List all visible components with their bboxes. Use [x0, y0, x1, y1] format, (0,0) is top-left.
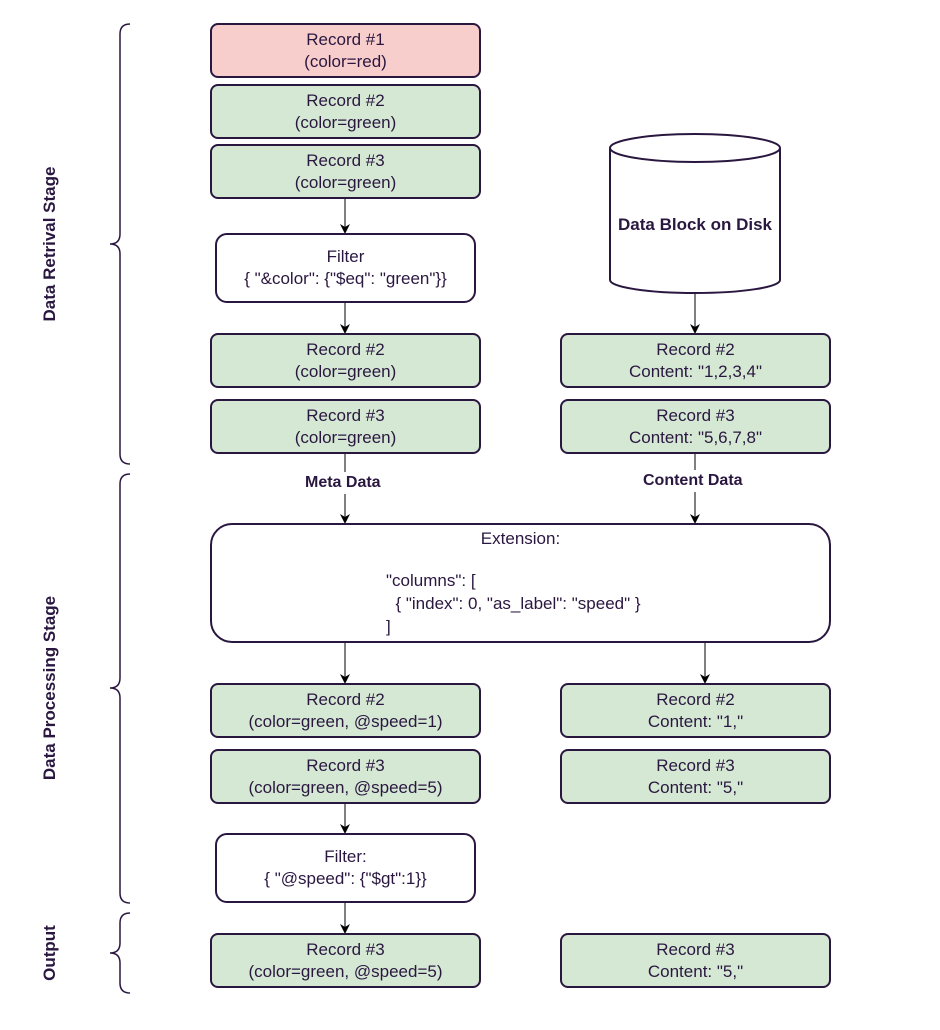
record-title: Record #2	[306, 90, 385, 110]
record-detail: Content: "5,6,7,8"	[628, 427, 763, 447]
processed-record-3-box: Record #3 (color=green, @speed=5)	[210, 749, 481, 804]
record-title: Record #2	[656, 339, 735, 359]
filter-expression: { "@speed": {"$gt":1}}	[264, 869, 427, 888]
filtered-record-3-box: Record #3 (color=green)	[210, 399, 481, 454]
content-record-2-box: Record #2 Content: "1,2,3,4"	[560, 333, 831, 388]
retrieval-stage-label: Data Retrival Stage	[40, 166, 59, 322]
record-title: Record #3	[656, 755, 735, 775]
disk-label: Data Block on Disk	[618, 215, 772, 234]
processed-record-2-box: Record #2 (color=green, @speed=1)	[210, 683, 481, 738]
record-detail: (color=green)	[294, 112, 397, 132]
record-title: Record #2	[656, 689, 735, 709]
output-content-record-3-box: Record #3 Content: "5,"	[560, 933, 831, 988]
record-detail: (color=green)	[294, 172, 397, 192]
record-detail: Content: "5,"	[647, 961, 744, 981]
record-detail: (color=green, @speed=5)	[248, 961, 443, 981]
filter-title: Filter:	[324, 847, 367, 866]
record-title: Record #3	[306, 939, 385, 959]
record-title: Record #2	[306, 339, 385, 359]
speed-filter-box: Filter: { "@speed": {"$gt":1}}	[215, 833, 476, 903]
content-data-label: Content Data	[643, 472, 743, 489]
record-detail: Content: "1,2,3,4"	[628, 361, 763, 381]
processed-content-record-2-box: Record #2 Content: "1,"	[560, 683, 831, 738]
record-detail: (color=green, @speed=5)	[248, 777, 443, 797]
record-2-box: Record #2 (color=green)	[210, 84, 481, 139]
code-line: { "index": 0, "as_label": "speed" }	[386, 594, 641, 613]
output-record-3-box: Record #3 (color=green, @speed=5)	[210, 933, 481, 988]
record-title: Record #3	[306, 150, 385, 170]
processing-stage-label: Data Processing Stage	[40, 595, 59, 781]
extension-box: Extension: "columns": [ { "index": 0, "a…	[210, 523, 831, 643]
record-title: Record #1	[306, 29, 385, 49]
record-detail: Content: "1,"	[647, 711, 744, 731]
record-detail: (color=red)	[304, 51, 387, 71]
filter-expression: { "&color": {"$eq": "green"}}	[244, 269, 447, 288]
filter-title: Filter	[326, 247, 365, 266]
record-title: Record #2	[306, 689, 385, 709]
record-detail: Content: "5,"	[647, 777, 744, 797]
extension-title: Extension:	[480, 529, 561, 548]
processing-brace	[109, 473, 131, 904]
record-detail: (color=green)	[294, 361, 397, 381]
code-line: ]	[386, 617, 391, 636]
retrieval-brace	[109, 23, 131, 465]
record-1-box: Record #1 (color=red)	[210, 23, 481, 78]
record-title: Record #3	[306, 755, 385, 775]
extension-code: "columns": [ { "index": 0, "as_label": "…	[386, 569, 829, 638]
processed-content-record-3-box: Record #3 Content: "5,"	[560, 749, 831, 804]
disk-cylinder	[609, 133, 781, 294]
output-brace	[109, 912, 131, 994]
record-title: Record #3	[306, 405, 385, 425]
color-filter-box: Filter { "&color": {"$eq": "green"}}	[215, 233, 476, 303]
record-title: Record #3	[656, 939, 735, 959]
meta-data-label: Meta Data	[305, 474, 381, 491]
record-detail: (color=green, @speed=1)	[248, 711, 443, 731]
filtered-record-2-box: Record #2 (color=green)	[210, 333, 481, 388]
output-stage-label: Output	[40, 925, 59, 981]
record-3-box: Record #3 (color=green)	[210, 144, 481, 199]
code-line: "columns": [	[386, 571, 476, 590]
record-title: Record #3	[656, 405, 735, 425]
record-detail: (color=green)	[294, 427, 397, 447]
content-record-3-box: Record #3 Content: "5,6,7,8"	[560, 399, 831, 454]
